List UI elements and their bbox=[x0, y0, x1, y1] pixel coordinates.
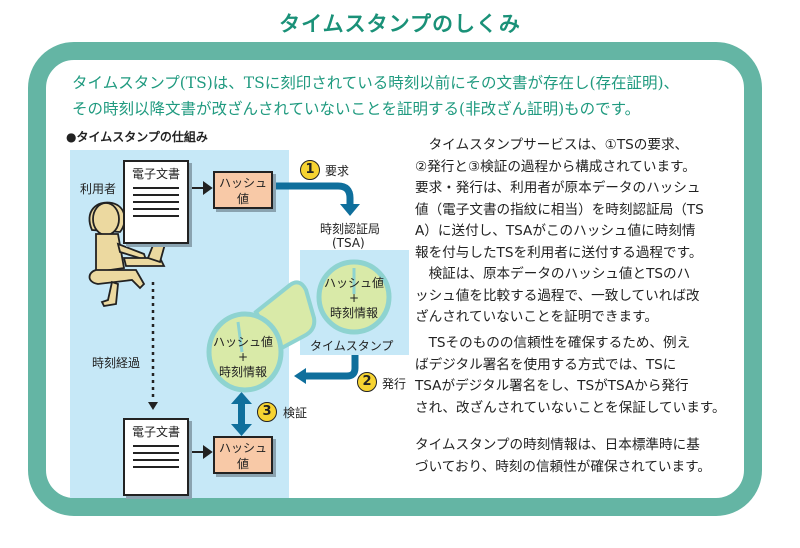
intro-line-1: タイムスタンプ(TS)は、TSに刻印されている時刻以前にその文書が存在し(存在証… bbox=[72, 74, 680, 92]
issue-arrow-icon bbox=[305, 355, 359, 380]
body-paragraph-3: TSそのものの信頼性を確保するため、例え ばデジタル署名を使用する方式では、TS… bbox=[415, 335, 726, 416]
page-title: タイムスタンプのしくみ bbox=[279, 12, 521, 36]
request-arrowhead-icon bbox=[340, 204, 360, 216]
tsa-clock-text: ハッシュ値 + 時刻情報 bbox=[323, 276, 384, 320]
intro-line-2: その時刻以降文書が改ざんされていないことを証明する(非改ざん証明)ものです。 bbox=[72, 100, 641, 118]
tsa-clock-icon bbox=[316, 259, 392, 335]
step-3-label: 検証 bbox=[283, 406, 308, 420]
document-top: 電子文書 bbox=[123, 160, 189, 244]
body-paragraph-1: タイムスタンプサービスは、①TSの要求、 ②発行と③検証の過程から構成されていま… bbox=[415, 137, 704, 325]
timestamp-stamp-icon bbox=[206, 280, 317, 393]
intro-text: タイムスタンプ(TS)は、TSに刻印されている時刻以前にその文書が存在し(存在証… bbox=[72, 70, 752, 122]
user-figure-icon bbox=[88, 201, 148, 307]
step-2-badge: 2 bbox=[357, 372, 377, 392]
stamp-label: タイムスタンプ bbox=[310, 339, 394, 353]
step-1-label: 要求 bbox=[325, 164, 350, 178]
document-title: 電子文書 bbox=[131, 167, 180, 181]
verify-arrow-icon bbox=[231, 392, 252, 436]
time-elapsed-label: 時刻経過 bbox=[92, 356, 141, 370]
tsa-abbr: (TSA) bbox=[332, 236, 365, 250]
diagram-subheading: ●タイムスタンプの仕組み bbox=[66, 130, 208, 144]
step-1-badge: 1 bbox=[300, 160, 320, 180]
hash-box-bottom: ハッシュ 値 bbox=[213, 436, 273, 474]
stamp-clock-text: ハッシュ値 + 時刻情報 bbox=[212, 335, 273, 379]
user-label: 利用者 bbox=[80, 182, 117, 196]
arrow-doc-to-hash-icon bbox=[191, 181, 213, 459]
body-paragraph-4: タイムスタンプの時刻情報は、日本標準時に基 づいており、時刻の信頼性が確保されて… bbox=[415, 437, 711, 475]
time-elapsed-arrow-icon bbox=[148, 282, 158, 410]
document-bottom: 電子文書 bbox=[123, 418, 189, 496]
step-3-badge: 3 bbox=[257, 402, 277, 422]
tsa-label: 時刻認証局 bbox=[320, 222, 381, 236]
step-2-label: 発行 bbox=[382, 377, 407, 391]
request-arrow-icon bbox=[276, 182, 354, 206]
hash-box-top: ハッシュ 値 bbox=[213, 171, 273, 209]
